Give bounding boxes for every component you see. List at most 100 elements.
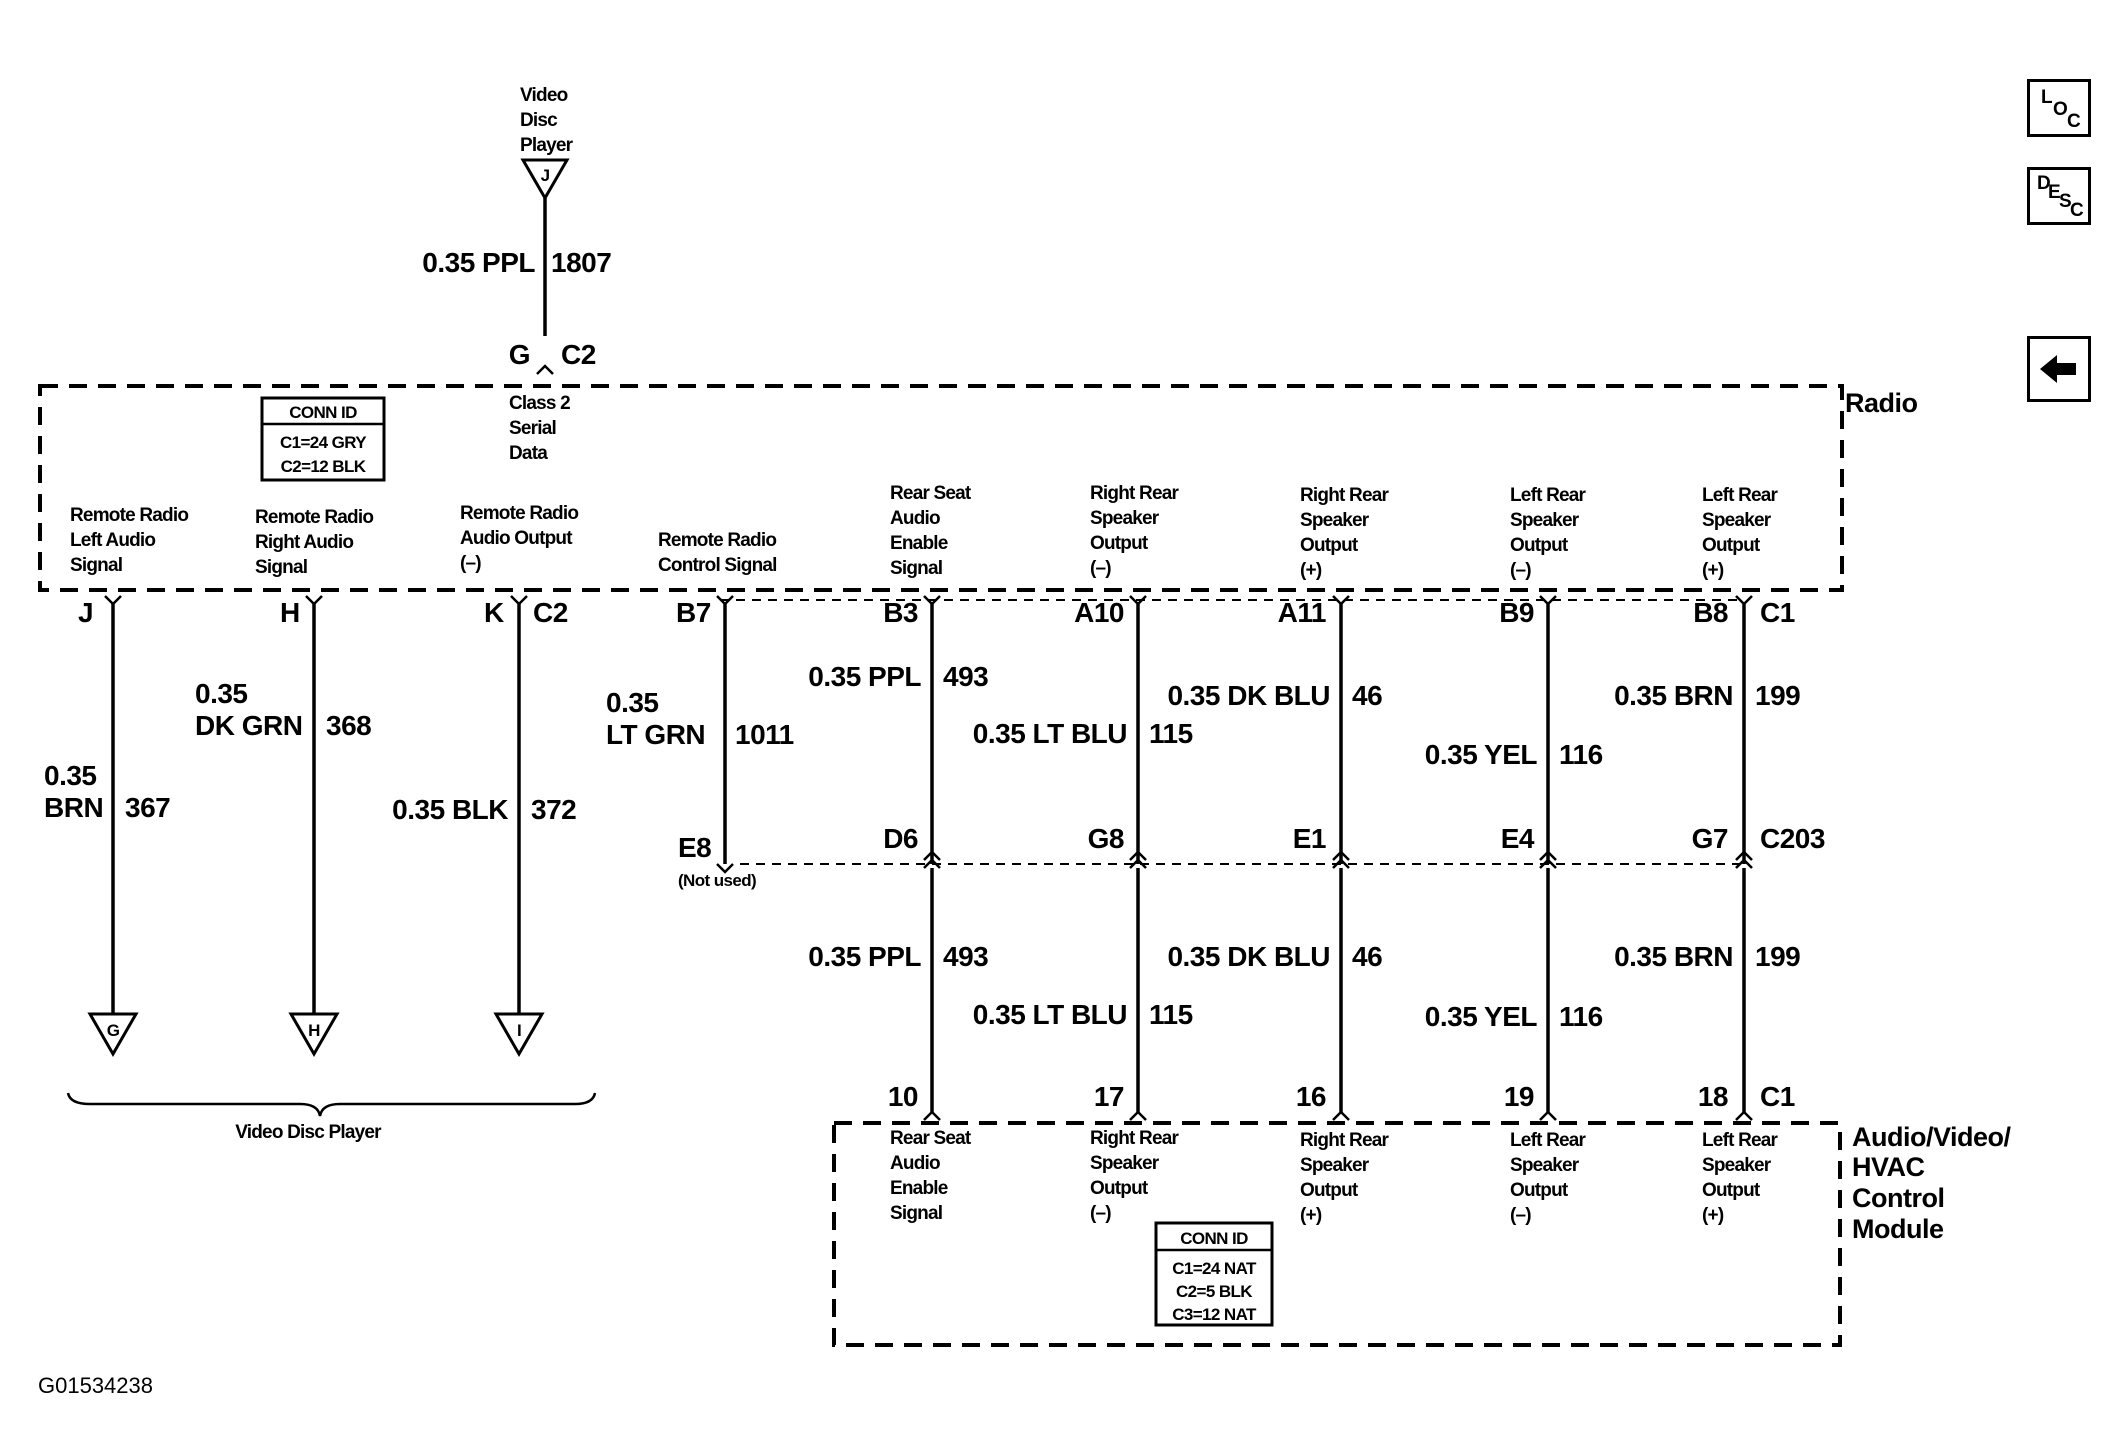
upper-wire-199: B8 C1 0.35 BRN 199 G7: [1614, 595, 1801, 864]
signal-lrs-neg-3: Output: [1510, 535, 1569, 556]
pin-e1: E1: [1293, 823, 1326, 854]
module-rrs-neg-2: Speaker: [1090, 1153, 1160, 1174]
connector-c2-left: C2: [533, 597, 568, 628]
signal-lrs-pos-2: Speaker: [1702, 510, 1772, 531]
terminal-triangle-j: [520, 158, 570, 201]
vdp-label-line-1: Video: [520, 85, 568, 106]
control-wire-1011: B7 0.35 LT GRN 1011 E8 (Not used): [606, 595, 794, 890]
not-used-note: (Not used): [678, 871, 756, 890]
lower-wire-46: 0.35 DK BLU 46 16: [1167, 868, 1383, 1121]
module-lrs-pos-3: Output: [1702, 1180, 1761, 1201]
video-disc-player-top: Video Disc Player J: [520, 85, 574, 201]
signal-rrs-neg-2: Speaker: [1090, 508, 1160, 529]
module-lrs-neg-1: Left Rear: [1510, 1130, 1587, 1151]
upper-115-color: 0.35 LT BLU: [973, 718, 1127, 749]
radio-box: [38, 384, 1844, 592]
module-box: [832, 1121, 1842, 1347]
radio-signal-labels: Remote Radio Left Audio Signal Remote Ra…: [70, 483, 1779, 581]
upper-wire-46: A11 0.35 DK BLU 46 E1: [1167, 595, 1383, 864]
signal-rear-seat-4: Signal: [890, 558, 942, 579]
terminal-g: G: [107, 1021, 120, 1040]
radio-conn-id-title: CONN ID: [289, 403, 357, 422]
wire-372-circuit: 372: [531, 794, 576, 825]
module-lrs-neg-3: Output: [1510, 1180, 1569, 1201]
terminal-j-label: J: [541, 166, 550, 185]
signal-rrs-pos-4: (+): [1300, 560, 1322, 581]
upper-wire-493: B3 0.35 PPL 493 D6: [808, 595, 989, 864]
upper-46-circuit: 46: [1352, 680, 1382, 711]
pin-g-c2: G: [509, 339, 530, 370]
lower-46-circuit: 46: [1352, 941, 1382, 972]
upper-199-circuit: 199: [1755, 680, 1800, 711]
lower-116-circuit: 116: [1559, 1001, 1603, 1032]
wire-1011-circuit: 1011: [735, 719, 794, 750]
c203-label: C203: [1760, 823, 1825, 854]
module-rrs-neg-1: Right Rear: [1090, 1128, 1179, 1149]
module-lrs-neg-2: Speaker: [1510, 1155, 1580, 1176]
pin-19: 19: [1504, 1081, 1534, 1112]
module-rear-seat-3: Enable: [890, 1178, 948, 1199]
pin-h: H: [280, 597, 300, 628]
signal-rr-left-audio-2: Left Audio: [70, 530, 155, 551]
module-conn-id-title: CONN ID: [1180, 1229, 1248, 1248]
module-rear-seat-2: Audio: [890, 1153, 940, 1174]
lower-wire-116: 0.35 YEL 116 19: [1425, 868, 1603, 1121]
connector-c2-top: C2: [561, 339, 596, 370]
wire-367-circuit: 367: [125, 792, 170, 823]
pin-a10: A10: [1074, 597, 1124, 628]
pin-b3: B3: [883, 597, 918, 628]
module-rear-seat-4: Signal: [890, 1203, 942, 1224]
wire-1807-color: 0.35 PPL: [422, 247, 535, 278]
signal-rr-right-audio-3: Signal: [255, 557, 307, 578]
pin-d6: D6: [883, 823, 918, 854]
class2-line-3: Data: [509, 443, 548, 464]
signal-rr-left-audio-1: Remote Radio: [70, 505, 188, 526]
loc-letter-c: C: [2067, 111, 2081, 132]
signal-rrs-pos-3: Output: [1300, 535, 1359, 556]
module-lrs-pos-2: Speaker: [1702, 1155, 1772, 1176]
upper-199-color: 0.35 BRN: [1614, 680, 1733, 711]
module-name-2: HVAC: [1852, 1152, 1925, 1182]
desc-letter-e: E: [2048, 182, 2061, 203]
upper-wire-115: A10 0.35 LT BLU 115 G8: [973, 595, 1193, 864]
desc-button[interactable]: D E S C: [2027, 167, 2091, 225]
signal-rr-right-audio-2: Right Audio: [255, 532, 353, 553]
pin-j: J: [78, 597, 93, 628]
radio-conn-id: CONN ID C1=24 GRY C2=12 BLK: [260, 396, 386, 482]
pin-b7: B7: [676, 597, 711, 628]
lower-493-circuit: 493: [943, 941, 988, 972]
signal-rr-control-1: Remote Radio: [658, 530, 776, 551]
vdp-label-line-3: Player: [520, 135, 574, 156]
back-button[interactable]: [2027, 336, 2091, 402]
signal-rear-seat-3: Enable: [890, 533, 948, 554]
radio-conn-id-c2: C2=12 BLK: [281, 457, 367, 476]
signal-rrs-neg-1: Right Rear: [1090, 483, 1179, 504]
radio-conn-id-c1: C1=24 GRY: [280, 433, 367, 452]
signal-rr-control-2: Control Signal: [658, 555, 777, 576]
upper-46-color: 0.35 DK BLU: [1167, 680, 1330, 711]
signal-lrs-pos-4: (+): [1702, 560, 1724, 581]
desc-letter-s: S: [2059, 191, 2072, 212]
upper-493-circuit: 493: [943, 661, 988, 692]
lower-46-color: 0.35 DK BLU: [1167, 941, 1330, 972]
module-name-3: Control: [1852, 1183, 1944, 1213]
module-name-4: Module: [1852, 1214, 1944, 1244]
module-lrs-pos-1: Left Rear: [1702, 1130, 1779, 1151]
signal-rrs-pos-2: Speaker: [1300, 510, 1370, 531]
wire-368-color-2: DK GRN: [195, 710, 302, 741]
signal-rear-seat-2: Audio: [890, 508, 940, 529]
signal-rrs-neg-3: Output: [1090, 533, 1149, 554]
signal-lrs-pos-1: Left Rear: [1702, 485, 1779, 506]
module-conn-id-c2: C2=5 BLK: [1176, 1282, 1253, 1301]
lower-116-color: 0.35 YEL: [1425, 1001, 1538, 1032]
figure-id: G01534238: [38, 1373, 153, 1398]
loc-button[interactable]: L O C: [2027, 79, 2091, 137]
upper-493-color: 0.35 PPL: [808, 661, 921, 692]
module-rrs-pos-2: Speaker: [1300, 1155, 1370, 1176]
desc-letter-c: C: [2070, 200, 2084, 221]
signal-rr-audio-out-2: Audio Output: [460, 528, 573, 549]
lower-115-circuit: 115: [1149, 999, 1193, 1030]
wire-367-color-2: BRN: [44, 792, 103, 823]
module-conn-id-c1: C1=24 NAT: [1172, 1259, 1257, 1278]
